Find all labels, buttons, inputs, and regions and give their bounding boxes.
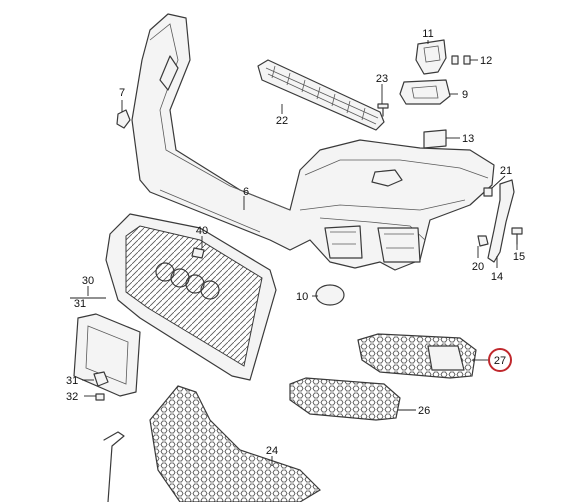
callout-23: 23	[376, 73, 388, 85]
lower-grille	[149, 385, 321, 502]
callout-26: 26	[418, 405, 430, 417]
leader-lines	[70, 40, 518, 466]
screw-15	[511, 227, 523, 245]
grille-strip	[257, 59, 385, 131]
clip-13	[423, 129, 447, 149]
screw-32	[95, 393, 105, 401]
callout-40: 40	[196, 225, 208, 237]
callout-27[interactable]: 27	[494, 355, 506, 367]
callout-6: 6	[243, 186, 249, 198]
fog-grille-right	[357, 333, 477, 379]
callout-22: 22	[276, 115, 288, 127]
callout-7: 7	[119, 87, 125, 99]
holder-11	[415, 39, 447, 75]
bracket-7	[116, 109, 131, 129]
tow-hook-cover	[315, 284, 345, 306]
audi-rings-emblem	[155, 262, 220, 300]
bracket-9	[399, 79, 451, 105]
callout-9: 9	[462, 89, 468, 101]
screw-21	[483, 187, 493, 197]
fog-grille-left	[289, 377, 401, 421]
callout-24: 24	[266, 445, 278, 457]
callout-30: 30	[82, 275, 94, 287]
callout-31: 31	[66, 375, 78, 387]
callout-11: 11	[422, 28, 433, 40]
callout-14: 14	[491, 271, 503, 283]
callout-20: 20	[472, 261, 484, 273]
clip-12	[451, 55, 471, 65]
callout-15: 15	[513, 251, 525, 263]
callout-12: 12	[480, 55, 492, 67]
callout-labels: 6 7 9 10 11 12 13 14 15 20 21 22 23 24 2…	[66, 28, 525, 457]
callout-31-top: 31	[74, 298, 86, 310]
screw-31	[93, 371, 109, 387]
bumper-cover	[131, 13, 495, 271]
radiator-grille	[105, 213, 277, 381]
callout-32: 32	[66, 391, 78, 403]
licence-plate-holder	[73, 313, 141, 397]
callout-10: 10	[296, 291, 308, 303]
callout-21: 21	[500, 165, 512, 177]
trim-strip	[103, 431, 125, 502]
nut-20	[477, 235, 489, 247]
highlight-ring[interactable]	[488, 348, 512, 372]
screw-23	[377, 103, 389, 117]
callout-13: 13	[462, 133, 474, 145]
